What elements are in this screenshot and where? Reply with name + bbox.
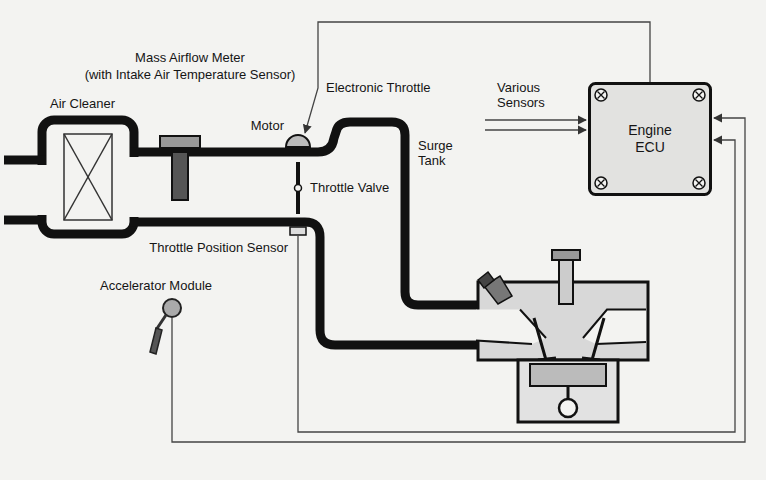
spark-plug-cap	[552, 250, 580, 260]
housing-opening	[36, 165, 48, 215]
screw	[693, 89, 705, 101]
throttle-motor	[286, 135, 310, 147]
part-label: Various Sensors	[497, 80, 559, 110]
housing-opening	[128, 157, 140, 217]
part-label: Air Cleaner	[50, 96, 115, 111]
intake-valve	[534, 318, 556, 360]
engine	[476, 250, 648, 422]
sensor-wire	[485, 119, 586, 120]
ecu-housing	[590, 84, 711, 195]
part-label: Throttle Position Sensor	[149, 240, 288, 255]
signal-wires	[172, 22, 745, 442]
intake-tube	[4, 122, 480, 345]
piston	[530, 364, 606, 386]
part-label: Surge Tank	[418, 138, 468, 168]
inlet-wall	[4, 216, 46, 225]
screw	[693, 177, 705, 189]
maf-probe	[172, 152, 188, 200]
accelerator-sensor	[163, 299, 181, 317]
box-text: Engine ECU	[619, 122, 681, 156]
injector-connector	[478, 272, 494, 288]
box-label: Engine ECU	[619, 122, 681, 156]
spark-plug	[559, 258, 573, 304]
outer-wall	[130, 122, 480, 305]
throttle-position-sensor	[290, 227, 306, 235]
valve-pivot	[295, 185, 302, 192]
part-label: (with Intake Air Temperature Sensor)	[85, 67, 296, 82]
inlet-wall	[4, 156, 46, 165]
air-cleaner-housing	[42, 120, 134, 234]
port-wall	[583, 310, 646, 345]
pedal-pad	[150, 328, 162, 354]
filter-element	[64, 134, 112, 220]
part-label: Accelerator Module	[100, 278, 212, 293]
cylinder-block	[518, 360, 618, 422]
exhaust-port	[583, 310, 646, 345]
crankshaft	[559, 399, 577, 417]
screw	[595, 177, 607, 189]
part-label: Mass Airflow Meter	[135, 50, 245, 65]
screw	[595, 89, 607, 101]
part-label: Electronic Throttle	[326, 80, 431, 95]
ecu-box: Engine ECU	[588, 82, 712, 196]
exhaust-valve	[582, 318, 604, 360]
maf-body	[160, 136, 200, 148]
part-label: Throttle Valve	[310, 180, 389, 195]
part-label: Motor	[251, 118, 284, 133]
sensor-wire	[485, 129, 586, 130]
